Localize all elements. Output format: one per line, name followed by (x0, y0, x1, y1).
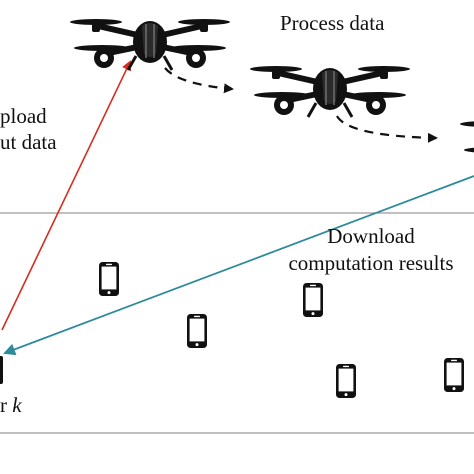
download-arrow (3, 175, 474, 356)
upload-arrow (1, 60, 132, 331)
download-label-line2: computation results (288, 251, 454, 275)
smartphone-icon (303, 283, 323, 317)
process-data-label: Process data (280, 11, 385, 35)
user-index: k (12, 393, 22, 417)
upload-label-line2: ut data (0, 130, 57, 154)
upload-label-line1: pload (0, 104, 47, 128)
transfer-arrow-2 (336, 115, 438, 143)
user-device-partial (0, 356, 3, 384)
drone-icon (70, 19, 230, 70)
user-label: r k (0, 393, 22, 417)
smartphone-icon (444, 358, 464, 392)
user-label-prefix: r (0, 393, 7, 417)
transfer-arrow-1 (164, 67, 234, 94)
drone-icon (460, 121, 474, 172)
smartphone-icon (336, 364, 356, 398)
smartphone-icon (187, 314, 207, 348)
smartphone-icon (99, 262, 119, 296)
drone-icon (250, 66, 410, 117)
download-label-line1: Download (327, 224, 415, 248)
